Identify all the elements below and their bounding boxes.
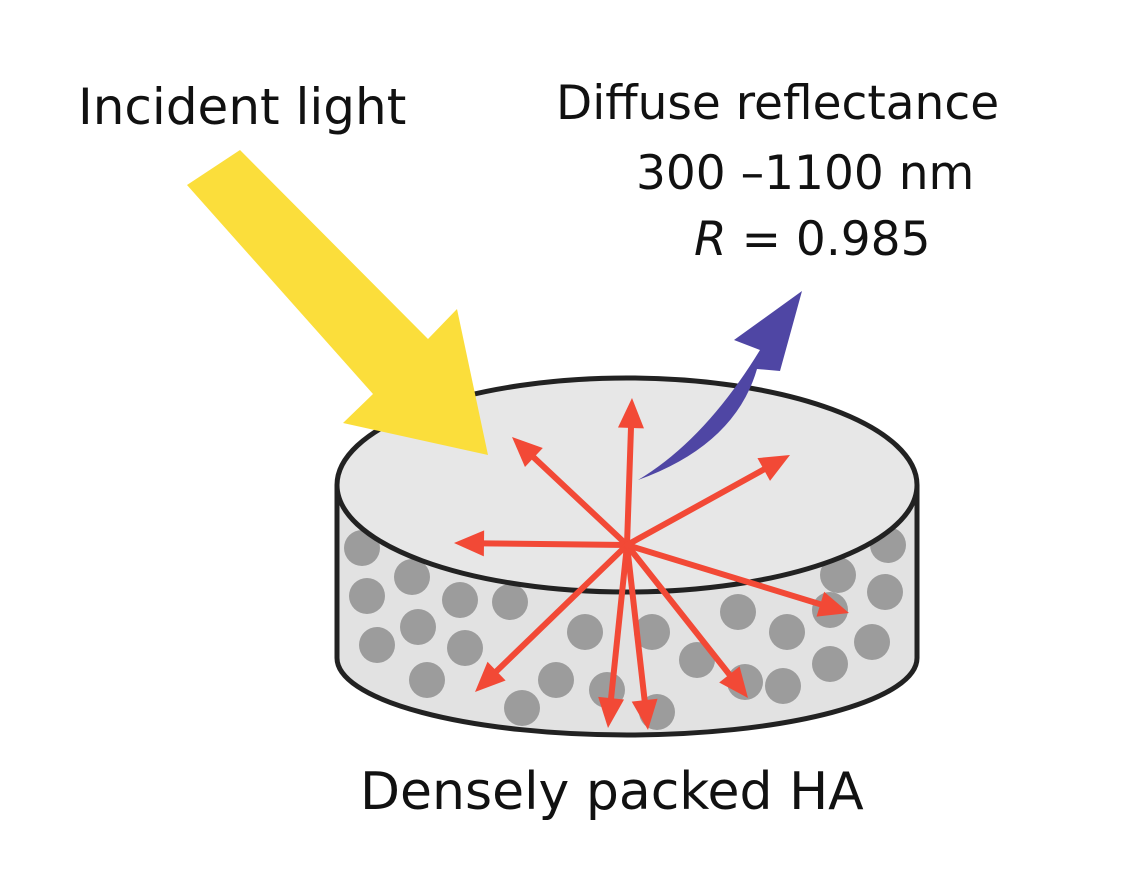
- scatter-arrow-shaft-8: [624, 466, 767, 548]
- scatter-arrow-shaft-6: [624, 542, 733, 678]
- scatter-arrow-shaft-2: [480, 540, 630, 548]
- incident-light-label: Incident light: [78, 78, 407, 136]
- scatter-arrow-head-2: [454, 530, 485, 557]
- scattering-arrows: [454, 398, 849, 730]
- scatter-arrow-head-3: [475, 661, 506, 692]
- scatter-arrow-head-7: [816, 591, 849, 617]
- reflectance-number: = 0.985: [726, 212, 931, 267]
- diffuse-reflectance-label: Diffuse reflectance: [556, 76, 1000, 131]
- scatter-arrow-shaft-5: [624, 542, 648, 704]
- scatter-arrow-shaft-4: [608, 542, 630, 702]
- scatter-arrow-shaft-3: [493, 542, 630, 675]
- scatter-arrow-head-0: [617, 398, 644, 429]
- sample-label: Densely packed HA: [360, 762, 864, 822]
- scatter-arrow-head-4: [598, 696, 625, 728]
- scatter-arrow-head-1: [512, 437, 543, 468]
- scatter-arrow-shaft-0: [624, 424, 634, 548]
- diffuse-reflectance-arrow: [638, 291, 802, 480]
- scatter-arrow-head-5: [631, 698, 658, 730]
- wavelength-range-label: 300 –1100 nm: [636, 146, 975, 201]
- incident-light-arrow: [187, 150, 488, 455]
- reflectance-symbol: R: [694, 212, 727, 267]
- scatter-arrow-shaft-7: [624, 542, 824, 608]
- ha-particles: [344, 527, 906, 730]
- scatter-arrow-head-8: [757, 455, 790, 481]
- scatter-arrow-shaft-1: [530, 454, 630, 548]
- scatter-arrow-head-6: [719, 666, 748, 698]
- reflectance-value-label: R = 0.985: [694, 212, 930, 267]
